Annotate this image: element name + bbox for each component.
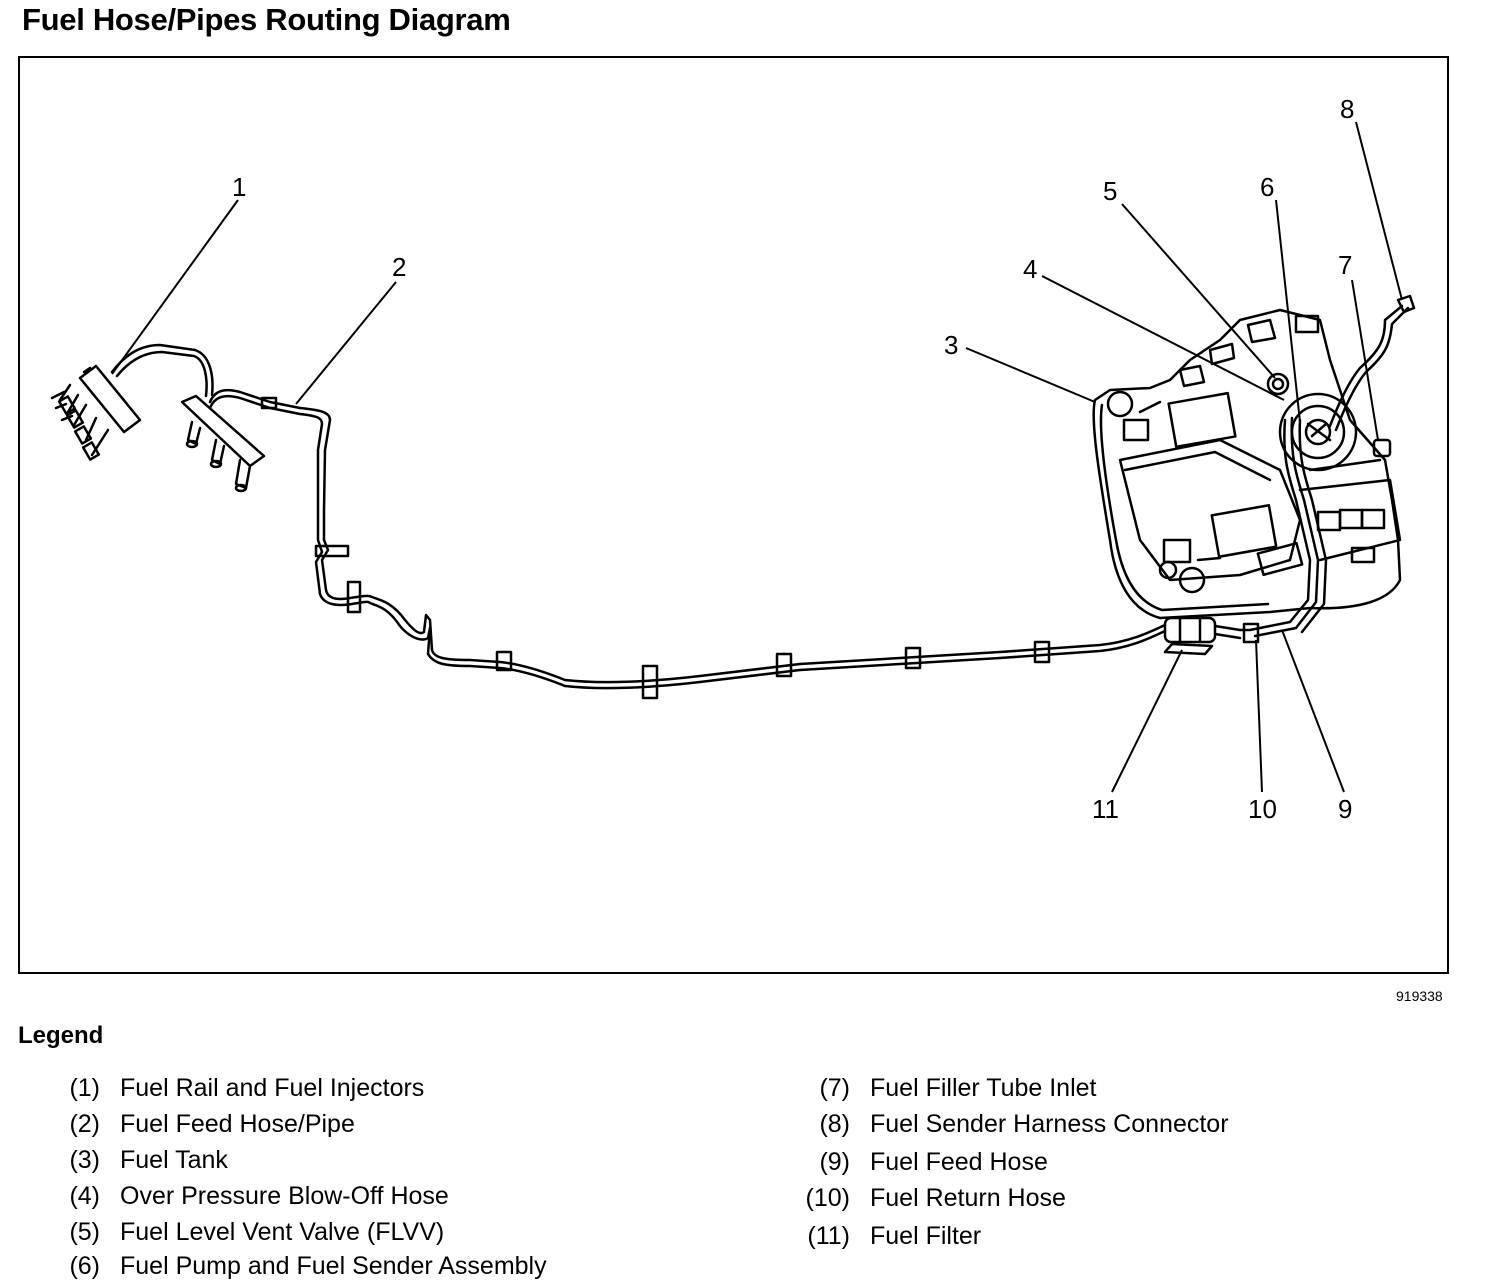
callout-5: 5 (1103, 176, 1117, 206)
fuel-level-vent-valve (1266, 372, 1290, 396)
legend-item: (11)Fuel Filter (807, 1222, 982, 1250)
fuel-tank (1092, 308, 1402, 620)
legend-item: (2)Fuel Feed Hose/Pipe (69, 1110, 355, 1138)
legend-item: (5)Fuel Level Vent Valve (FLVV) (69, 1218, 445, 1246)
callout-8: 8 (1340, 94, 1354, 124)
legend-item: (8)Fuel Sender Harness Connector (819, 1110, 1229, 1138)
fuel-filler-tube-inlet (1372, 438, 1392, 458)
legend-item: (1)Fuel Rail and Fuel Injectors (69, 1074, 425, 1102)
callout-10: 10 (1248, 794, 1277, 824)
fuel-sender-harness (1328, 294, 1416, 432)
leader-lines (111, 121, 1403, 793)
legend-item: (7)Fuel Filler Tube Inlet (819, 1074, 1097, 1102)
legend-heading: Legend (18, 1022, 104, 1049)
callout-9: 9 (1338, 794, 1352, 824)
fuel-rail-right (180, 394, 266, 493)
legend-item: (10)Fuel Return Hose (805, 1184, 1066, 1212)
callout-6: 6 (1260, 172, 1274, 202)
callout-3: 3 (944, 330, 958, 360)
callout-1: 1 (232, 172, 246, 202)
legend-item: (3)Fuel Tank (69, 1146, 228, 1174)
legend-item: (4)Over Pressure Blow-Off Hose (69, 1182, 449, 1210)
page-title: Fuel Hose/Pipes Routing Diagram (22, 2, 511, 37)
fuel-routing-diagram: 1 2 3 4 5 6 7 8 9 10 11 (50, 94, 1416, 824)
fuel-rail-left (50, 364, 142, 461)
fuel-filter (1163, 616, 1242, 656)
legend-item: (6)Fuel Pump and Fuel Sender Assembly (69, 1252, 547, 1280)
figure-number: 919338 (1396, 988, 1443, 1004)
legend-item: (9)Fuel Feed Hose (819, 1148, 1048, 1176)
pipe-clips (260, 396, 1051, 700)
diagram-frame (18, 56, 1449, 974)
callout-7: 7 (1338, 250, 1352, 280)
callout-2: 2 (392, 252, 406, 282)
callout-4: 4 (1023, 254, 1037, 284)
callout-11: 11 (1092, 794, 1119, 824)
